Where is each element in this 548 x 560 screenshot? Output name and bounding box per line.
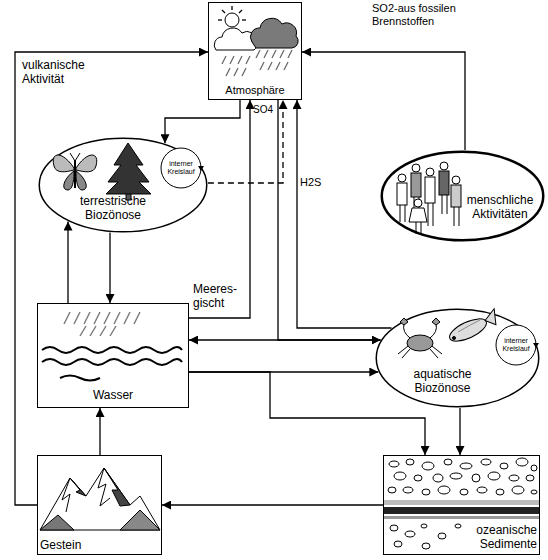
flow-arrow (165, 100, 240, 143)
node-outline (160, 147, 202, 189)
flow-label: Meeres- gischt (193, 282, 248, 311)
compartment-box: Atmosphäre (208, 2, 302, 100)
flow-arrow (189, 372, 425, 455)
node-label: Atmosphäre (208, 84, 302, 97)
node-label: terrestrische Biozönose (58, 195, 168, 223)
compartment-box: Gestein (37, 455, 162, 555)
flow-arrow (109, 232, 110, 303)
compartment-ellipse: terrestrische Biozönose interner Kreislau… (38, 137, 208, 233)
node-label: Wasser (37, 389, 189, 403)
flow-label: vulkanische Aktivität (22, 58, 107, 87)
flow-arrow (208, 100, 283, 183)
flow-arrow (162, 504, 383, 505)
node-label: interner Kreislauf (496, 337, 536, 353)
node-label: menschliche Aktivitäten (460, 194, 540, 222)
flow-arrow (99, 408, 100, 455)
cycle-circle: interner Kreislauf (160, 147, 202, 189)
flow-arrow (297, 100, 392, 328)
node-label: aquatische Biozönose (395, 368, 490, 396)
flow-arrow (302, 52, 465, 150)
flow-arrow (189, 371, 378, 372)
flow-arrow (67, 222, 68, 303)
node-label: ozeanische Sedimente (461, 524, 537, 552)
flow-label: H2S (300, 176, 330, 189)
flow-label: SO2-aus fossilen Brennstoffen (372, 2, 497, 28)
flow-arrow (189, 339, 381, 340)
compartment-box: ozeanische Sedimente (383, 455, 540, 555)
compartment-box: Wasser (37, 303, 189, 408)
flow-arrow (278, 100, 381, 340)
node-outline (495, 324, 537, 366)
chemical-label: SO4 (253, 104, 273, 116)
compartment-ellipse: menschliche Aktivitäten (380, 150, 545, 242)
compartment-ellipse: aquatische Biozönose interner Kreislauf (375, 308, 540, 408)
flow-arrow (459, 408, 460, 455)
node-label: Gestein (40, 539, 110, 553)
flow-arrow (15, 52, 208, 505)
node-label: interner Kreislauf (161, 160, 201, 176)
flow-arrow (189, 100, 250, 318)
cycle-circle: interner Kreislauf (495, 324, 537, 366)
